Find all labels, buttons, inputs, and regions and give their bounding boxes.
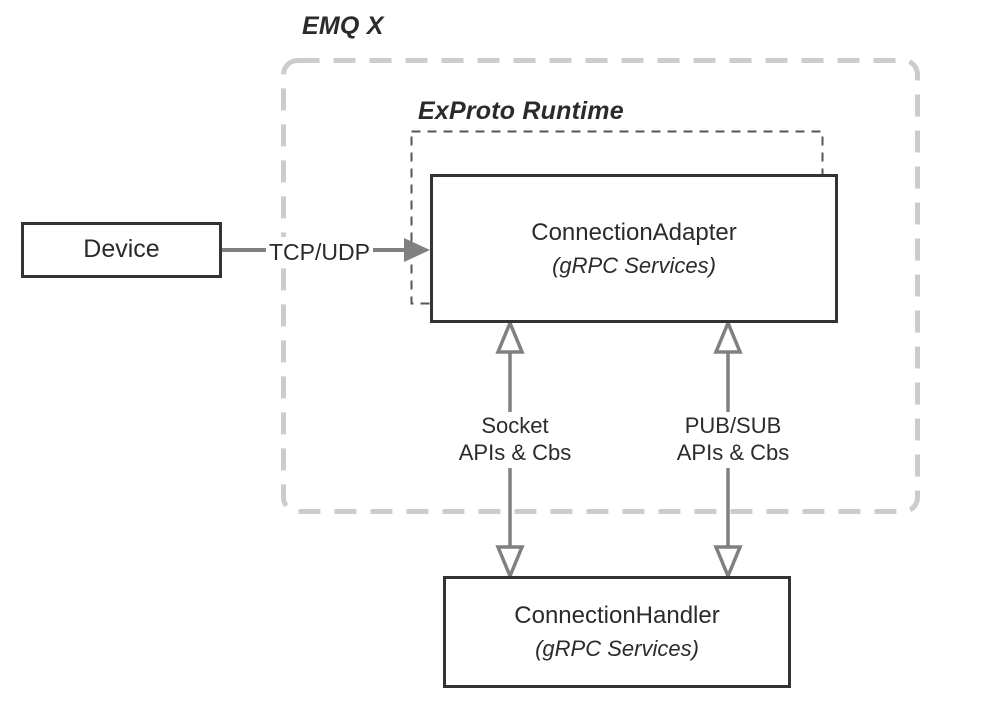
edge-label-pubsub: PUB/SUB APIs & Cbs bbox=[662, 412, 804, 468]
node-connection-handler[interactable]: ConnectionHandler (gRPC Services) bbox=[443, 576, 791, 688]
arrowhead-hollow-down-pubsub bbox=[713, 545, 743, 581]
node-connection-adapter-subtitle: (gRPC Services) bbox=[552, 252, 716, 278]
edge-label-socket-line2: APIs & Cbs bbox=[458, 439, 572, 465]
node-connection-handler-subtitle: (gRPC Services) bbox=[535, 636, 699, 662]
node-connection-adapter[interactable]: ConnectionAdapter (gRPC Services) bbox=[430, 174, 838, 323]
edge-label-socket-line1: Socket bbox=[481, 413, 549, 438]
node-connection-handler-title: ConnectionHandler bbox=[514, 602, 720, 630]
arrowhead-hollow-down-socket bbox=[495, 545, 525, 581]
node-connection-adapter-title: ConnectionAdapter bbox=[531, 218, 737, 246]
emqx-container-boundary bbox=[281, 58, 920, 514]
edge-label-pubsub-line1: PUB/SUB bbox=[684, 413, 782, 438]
node-device[interactable]: Device bbox=[21, 222, 222, 278]
edge-label-tcpudp: TCP/UDP bbox=[266, 237, 373, 268]
edge-label-socket: Socket APIs & Cbs bbox=[450, 412, 580, 468]
exproto-container-label: ExProto Runtime bbox=[418, 97, 624, 125]
edge-label-pubsub-line2: APIs & Cbs bbox=[676, 439, 790, 465]
arrowhead-hollow-up-socket bbox=[495, 318, 525, 354]
arrowhead-hollow-up-pubsub bbox=[713, 318, 743, 354]
node-device-title: Device bbox=[83, 235, 160, 264]
emqx-container-label: EMQ X bbox=[302, 12, 384, 40]
arrowhead-filled-right bbox=[404, 238, 430, 262]
